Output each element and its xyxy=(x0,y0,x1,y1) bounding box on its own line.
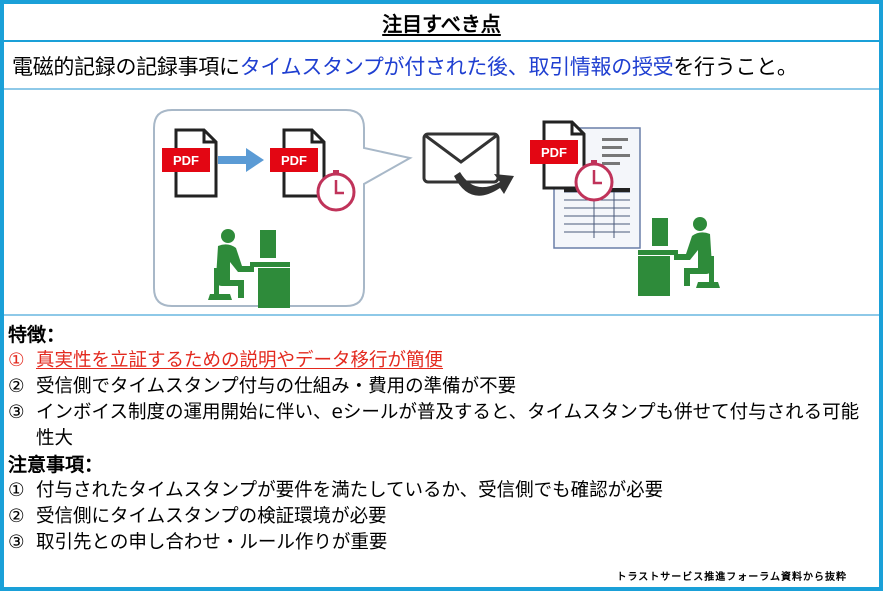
item-text: 受信側でタイムスタンプ付与の仕組み・費用の準備が不要 xyxy=(36,376,517,397)
caution-item: ① 付与されたタイムスタンプが要件を満たしているか、受信側でも確認が必要 xyxy=(8,478,874,504)
item-text: 受信側にタイムスタンプの検証環境が必要 xyxy=(36,506,387,527)
item-text: 付与されたタイムスタンプが要件を満たしているか、受信側でも確認が必要 xyxy=(36,480,664,501)
lead-statement: 電磁的記録の記録事項にタイムスタンプが付された後、取引情報の授受を行うこと。 xyxy=(4,44,879,90)
item-number: ③ xyxy=(8,402,25,423)
features-heading: 特徴： xyxy=(8,324,66,346)
item-text: 取引先との申し合わせ・ルール作りが重要 xyxy=(36,532,388,553)
source-credit: トラストサービス推進フォーラム資料から抜粋 xyxy=(616,572,847,583)
clock-icon xyxy=(316,170,356,212)
slide-title: 注目すべき点 xyxy=(382,11,501,36)
item-number: ② xyxy=(8,506,25,527)
caution-item: ② 受信側にタイムスタンプの検証環境が必要 xyxy=(8,504,874,530)
lead-part-3: を行うこと。 xyxy=(673,55,798,79)
item-number: ① xyxy=(8,480,25,501)
pdf-label: PDF xyxy=(541,145,567,160)
lead-part-2-highlight: タイムスタンプが付された後、取引情報の授受 xyxy=(239,55,674,79)
pdf-document-icon: PDF xyxy=(162,128,218,198)
title-band: 注目すべき点 xyxy=(4,4,879,42)
feature-item: ① 真実性を立証するための説明やデータ移行が簡便 xyxy=(8,348,874,374)
feature-item: ③ インボイス制度の運用開始に伴い、eシールが普及すると、タイムスタンプも併せて… xyxy=(8,400,874,452)
feature-item: ② 受信側でタイムスタンプ付与の仕組み・費用の準備が不要 xyxy=(8,374,874,400)
item-text: 真実性を立証するための説明やデータ移行が簡便 xyxy=(36,350,444,371)
pdf-label: PDF xyxy=(281,153,307,168)
item-number: ③ xyxy=(8,532,25,553)
item-number: ① xyxy=(8,350,25,371)
lead-part-1: 電磁的記録の記録事項に xyxy=(12,55,240,79)
person-at-computer-icon xyxy=(208,229,290,308)
clock-icon xyxy=(574,160,614,202)
pdf-document-icon: PDF xyxy=(270,128,326,198)
pdf-document-icon: PDF xyxy=(530,120,586,190)
item-number: ② xyxy=(8,376,25,397)
caution-item: ③ 取引先との申し合わせ・ルール作りが重要 xyxy=(8,530,874,556)
envelope-icon xyxy=(422,132,514,196)
item-text: インボイス制度の運用開始に伴い、eシールが普及すると、タイムスタンプも併せて付与… xyxy=(36,402,860,449)
cautions-heading: 注意事項： xyxy=(8,454,104,476)
person-at-computer-icon xyxy=(638,217,720,296)
timestamp-flow-diagram: PDF PDF xyxy=(4,92,879,316)
notes-section: 特徴： ① 真実性を立証するための説明やデータ移行が簡便 ② 受信側でタイムスタ… xyxy=(8,322,874,556)
right-arrow-icon xyxy=(218,148,264,172)
pdf-label: PDF xyxy=(173,153,199,168)
